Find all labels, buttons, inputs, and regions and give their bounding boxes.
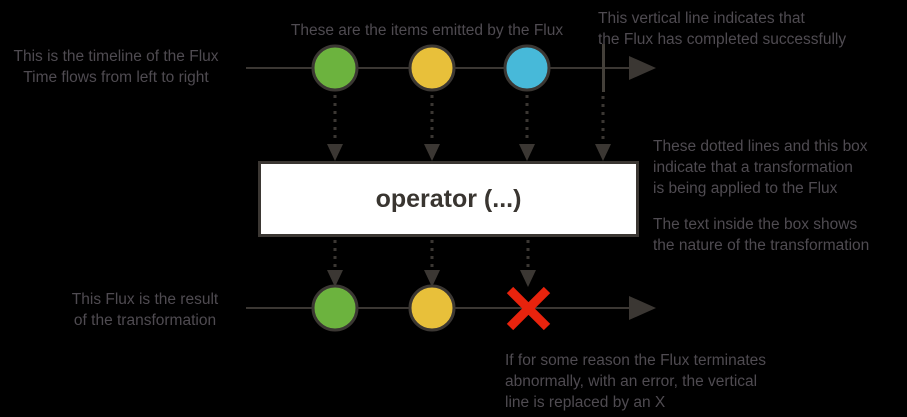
operator-box: operator (...)	[258, 161, 639, 237]
annotation-box-text: The text inside the box shows the nature…	[653, 216, 870, 254]
dotted-arrowhead-3-icon	[519, 144, 535, 161]
dotted-arrows-into-box	[327, 95, 611, 161]
result-timeline	[246, 284, 656, 332]
result-marble-yellow	[408, 284, 456, 332]
source-timeline-arrowhead-icon	[629, 56, 656, 80]
result-timeline-arrowhead-icon	[629, 296, 656, 320]
dotted-arrowhead-1-icon	[327, 144, 343, 161]
dotted-arrowhead-4-icon	[595, 144, 611, 161]
result-marble-green	[311, 284, 359, 332]
annotation-result: This Flux is the result of the transform…	[71, 291, 219, 329]
annotation-error: If for some reason the Flux terminates a…	[505, 352, 767, 411]
source-marble-blue	[503, 44, 551, 92]
annotation-complete: This vertical line indicates that the Fl…	[598, 10, 847, 48]
dotted-arrowhead-2-icon	[424, 144, 440, 161]
dotted-arrowhead-6-icon	[424, 270, 440, 287]
annotation-transformation: These dotted lines and this box indicate…	[653, 138, 868, 197]
dotted-arrowhead-5-icon	[327, 270, 343, 287]
operator-box-label: operator (...)	[375, 184, 522, 213]
annotation-timeline: This is the timeline of the Flux Time fl…	[13, 48, 219, 86]
annotation-items: These are the items emitted by the Flux	[290, 22, 564, 39]
dotted-arrows-out-of-box	[327, 240, 536, 287]
dotted-arrowhead-7-icon	[520, 270, 536, 287]
source-marble-green	[311, 44, 359, 92]
source-timeline	[246, 44, 656, 92]
error-x-icon	[506, 286, 551, 331]
source-marble-yellow	[408, 44, 456, 92]
